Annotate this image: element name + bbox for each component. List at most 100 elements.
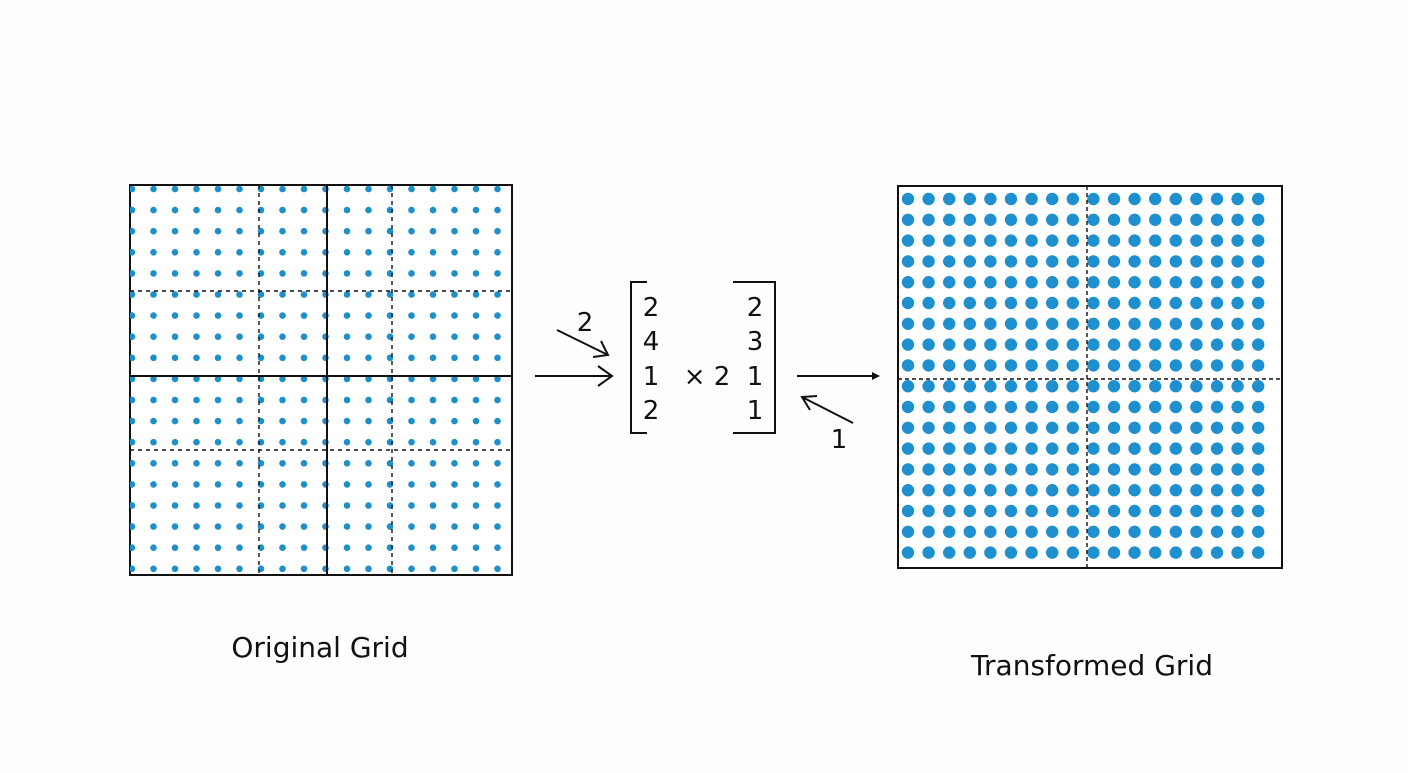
transformed-grid-dot xyxy=(1004,504,1018,518)
original-grid-dot xyxy=(130,460,136,467)
transformed-grid-dot xyxy=(943,213,956,226)
original-grid-dot xyxy=(300,291,308,298)
transformed-grid-dot xyxy=(1210,442,1224,455)
original-grid-dot xyxy=(365,291,372,298)
transformed-grid-dot xyxy=(1190,317,1203,330)
original-grid-dot xyxy=(408,270,415,277)
original-grid-dot xyxy=(279,523,286,530)
output-arrows: 1 xyxy=(797,372,880,455)
original-grid-dot xyxy=(365,481,372,488)
original-grid-dot xyxy=(257,460,265,467)
transformed-grid-dot xyxy=(1190,525,1203,538)
transformed-grid-dot xyxy=(901,546,915,559)
transformed-grid-dot xyxy=(1128,504,1141,518)
transformed-grid-dot xyxy=(1128,546,1141,559)
original-grid-dot xyxy=(365,206,372,214)
transformed-grid-dot xyxy=(1190,400,1203,414)
original-grid-dot xyxy=(150,438,157,446)
original-grid-dot xyxy=(193,333,200,341)
original-grid-dot xyxy=(365,396,372,404)
transformed-grid-dot xyxy=(1066,463,1080,476)
transformed-grid-dot xyxy=(1190,484,1203,497)
transformed-grid-dot xyxy=(1004,546,1018,559)
right-matrix-entry: 1 xyxy=(747,396,764,426)
transformed-grid-dot xyxy=(1252,380,1265,393)
original-grid-dot xyxy=(214,227,222,235)
original-grid-dot xyxy=(193,249,200,256)
transformed-grid-dot xyxy=(1066,338,1080,351)
original-grid-dot xyxy=(279,333,286,341)
transformed-grid-dot xyxy=(1087,338,1100,351)
transformed-grid-dot xyxy=(1046,400,1059,414)
original-grid-dot xyxy=(429,375,437,383)
original-grid-dot xyxy=(386,227,394,235)
original-grid-dot xyxy=(365,523,372,530)
transformed-grid-dot xyxy=(1231,276,1244,289)
original-grid-dot xyxy=(214,438,222,446)
transformed-grid-dot xyxy=(1190,213,1203,226)
transformed-grid-dot xyxy=(1149,400,1162,414)
transformed-grid-dot xyxy=(1004,296,1018,310)
original-grid-dot xyxy=(365,544,372,551)
transformed-grid-dot xyxy=(1252,442,1265,455)
original-grid-dot xyxy=(300,481,308,488)
transformed-grid-dot xyxy=(1004,463,1018,476)
transformed-grid-dot xyxy=(943,359,956,372)
transformed-grid-dot xyxy=(963,255,976,268)
transformed-grid-dot xyxy=(1087,234,1100,247)
transformed-grid-dot xyxy=(1107,296,1121,310)
transformed-grid-dot xyxy=(901,421,915,434)
transformed-grid-dot xyxy=(1149,213,1162,226)
original-grid-dot xyxy=(408,375,415,383)
transformed-grid: Transformed Grid xyxy=(897,185,1283,682)
transformed-grid-dot xyxy=(1087,192,1100,206)
original-grid-dot xyxy=(494,333,501,341)
transformed-grid-dot xyxy=(1149,442,1162,455)
original-grid-dot xyxy=(408,227,415,235)
transformed-grid-dot xyxy=(1107,463,1121,476)
original-grid-dot xyxy=(343,333,351,341)
original-grid-dot xyxy=(451,460,458,467)
original-grid-dot xyxy=(150,544,157,551)
original-grid-dot xyxy=(193,481,200,488)
transformed-grid-dot xyxy=(1046,213,1059,226)
transformed-grid-dot xyxy=(984,338,997,351)
transformed-grid-dot xyxy=(1107,400,1121,414)
transformed-grid-dot xyxy=(1169,234,1183,247)
transformed-grid-dot xyxy=(943,338,956,351)
original-grid-dot xyxy=(365,185,372,193)
original-grid-dot xyxy=(472,291,480,298)
transformed-grid-dot xyxy=(1210,192,1224,206)
original-grid-dot xyxy=(408,312,415,319)
transformed-grid-dot xyxy=(963,213,976,226)
transformed-grid-dot xyxy=(1252,400,1265,414)
transformed-grid-dot xyxy=(1169,380,1183,393)
transformed-grid-dot xyxy=(1190,338,1203,351)
transformed-grid-dot xyxy=(1066,192,1080,206)
transformed-grid-dot xyxy=(1231,504,1244,518)
original-grid-dot xyxy=(193,185,200,193)
transformed-grid-dot xyxy=(1169,442,1183,455)
original-grid-dot xyxy=(429,227,437,235)
transformed-grid-dot xyxy=(943,546,956,559)
original-grid-dot xyxy=(343,481,351,488)
original-grid-dot xyxy=(408,544,415,551)
transformed-grid-dot xyxy=(1231,213,1244,226)
original-grid-dot xyxy=(130,206,136,214)
transformed-grid-dot xyxy=(901,276,915,289)
original-grid-dot xyxy=(300,438,308,446)
original-grid-dot xyxy=(343,502,351,509)
original-grid-dot xyxy=(171,291,179,298)
transformed-grid-dot xyxy=(1169,296,1183,310)
transformed-grid-dot xyxy=(1128,338,1141,351)
transformed-grid-dot xyxy=(922,400,935,414)
transformed-grid-dot xyxy=(1046,296,1059,310)
original-grid-dot xyxy=(300,523,308,530)
transformed-grid-dot xyxy=(1087,525,1100,538)
original-grid-dot xyxy=(171,502,179,509)
original-grid-dot xyxy=(472,333,480,341)
original-grid-dot xyxy=(193,396,200,404)
transformed-grid-dot xyxy=(1231,525,1244,538)
original-grid-dot xyxy=(236,481,243,488)
original-grid-dot xyxy=(150,270,157,277)
